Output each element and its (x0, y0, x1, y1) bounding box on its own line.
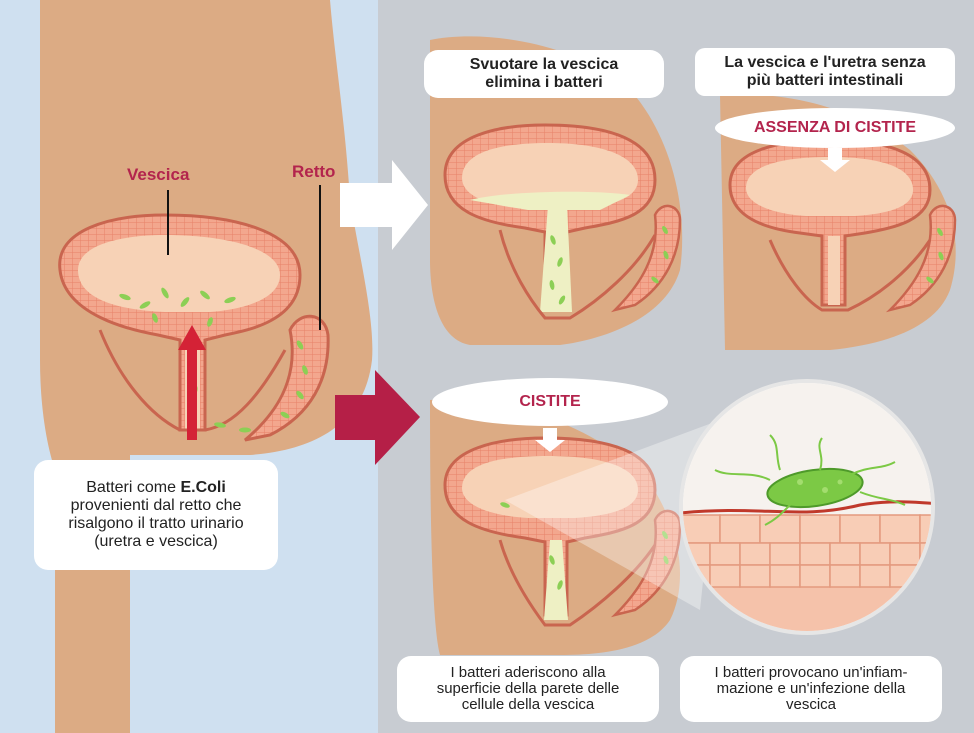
caption-aderiscono-text: I batteri aderiscono alla superficie del… (437, 665, 620, 712)
bubble-cistite: CISTITE (432, 378, 668, 426)
caption-aderiscono: I batteri aderiscono alla superficie del… (397, 656, 659, 722)
caption-provocano: I batteri provocano un'infiam- mazione e… (680, 656, 942, 722)
caption-ecoli-bold: E.Coli (180, 479, 225, 496)
caption-provocano-text: I batteri provocano un'infiam- mazione e… (715, 665, 908, 712)
label-retto: Retto (292, 163, 335, 181)
bubble-assenza: ASSENZA DI CISTITE (715, 108, 955, 148)
caption-svuotare-text: Svuotare la vescica elimina i batteri (470, 56, 619, 92)
caption-svuotare: Svuotare la vescica elimina i batteri (424, 50, 664, 98)
caption-ecoli-pre: Batteri come (86, 479, 180, 496)
caption-ecoli-post: provenienti dal retto che risalgono il t… (68, 497, 243, 550)
caption-senza: La vescica e l'uretra senza più batteri … (695, 48, 955, 96)
label-vescica: Vescica (127, 166, 189, 184)
caption-senza-text: La vescica e l'uretra senza più batteri … (724, 54, 925, 90)
